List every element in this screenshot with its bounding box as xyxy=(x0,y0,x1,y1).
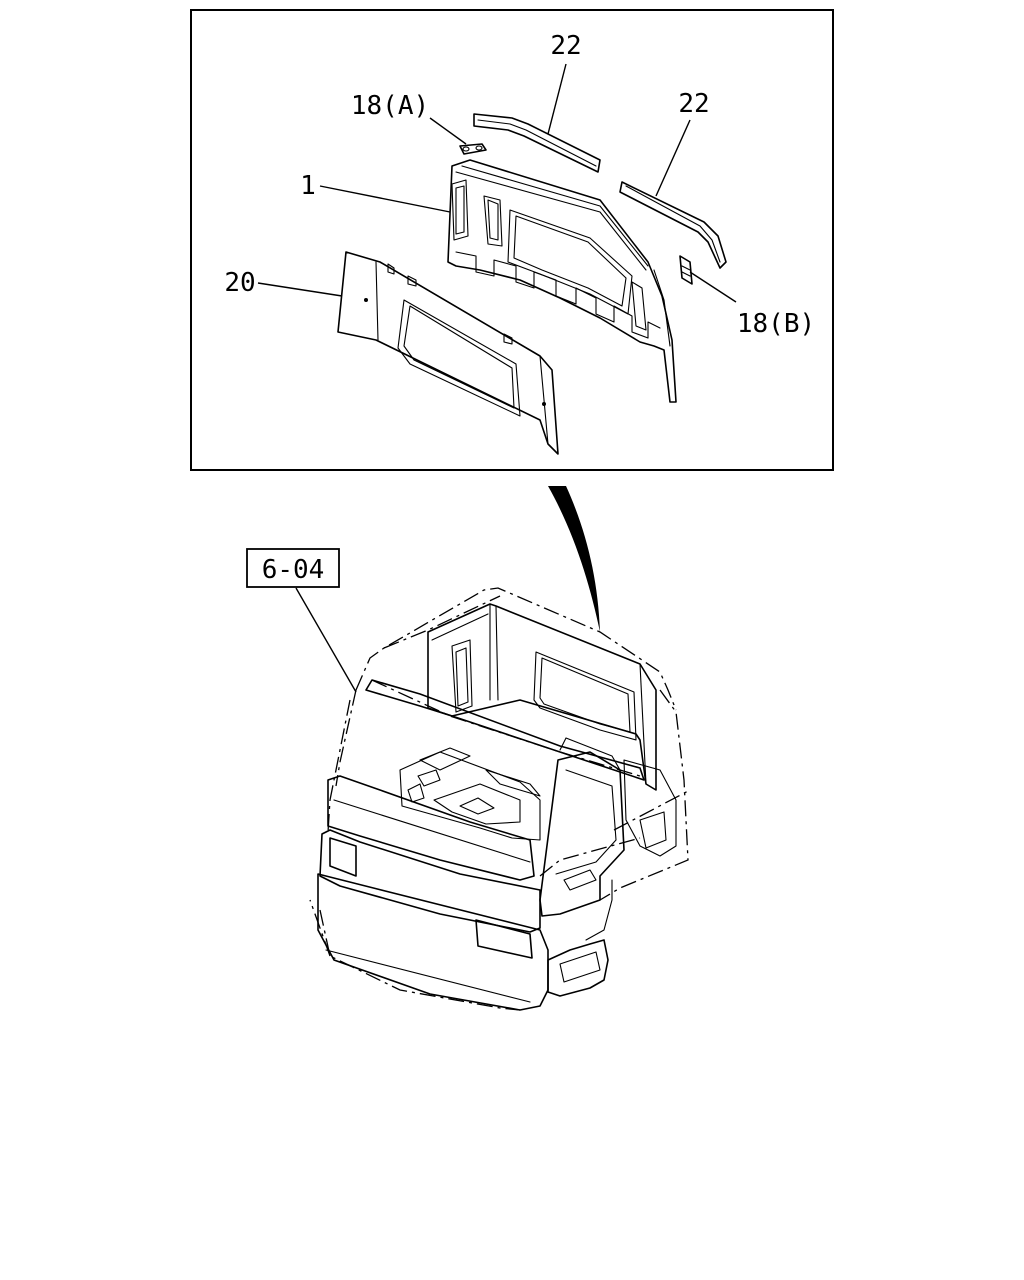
part-1-back-panel xyxy=(447,159,677,403)
part-22-right-strip xyxy=(619,181,727,269)
part-18a-clip xyxy=(459,143,487,155)
reference-label: 6-04 xyxy=(262,555,325,585)
part-18b-clip xyxy=(679,255,693,285)
reference-box xyxy=(246,548,340,588)
callout-22-left: 22 xyxy=(550,31,581,61)
leader-part-18a xyxy=(429,117,467,145)
callout-1: 1 xyxy=(300,171,316,201)
leader-part-20 xyxy=(257,282,343,297)
leader-reference xyxy=(295,587,357,693)
callout-18b: 18(B) xyxy=(737,309,815,339)
leader-part-18b xyxy=(689,271,737,303)
part-22-left-strip xyxy=(473,113,601,173)
truck-cab xyxy=(309,587,691,1011)
leader-part-1 xyxy=(319,185,451,213)
callout-18a: 18(A) xyxy=(351,91,429,121)
callout-22-right: 22 xyxy=(678,89,709,119)
callout-20: 20 xyxy=(224,268,255,298)
part-20-lower-panel xyxy=(337,251,559,455)
leader-part-22-right xyxy=(655,119,691,197)
detail-frame xyxy=(190,9,834,471)
detail-pointer-arrow xyxy=(548,486,600,632)
leader-part-22-left xyxy=(547,63,567,135)
